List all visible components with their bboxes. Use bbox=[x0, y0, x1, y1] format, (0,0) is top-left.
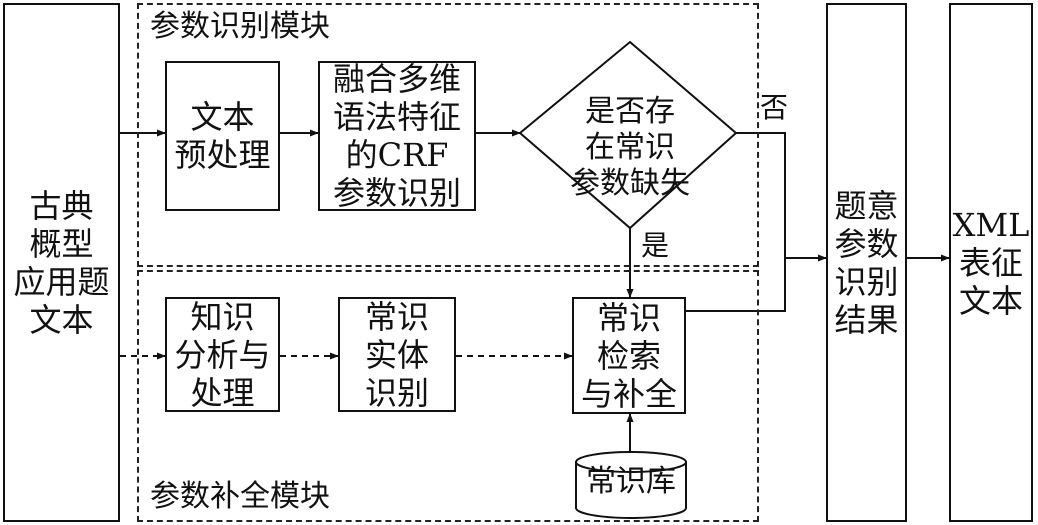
crf-recognition-box: 融合多维 语法特征 的CRF 参数识别 bbox=[318, 60, 476, 212]
recognition-result-box: 题意 参数 识别 结果 bbox=[826, 3, 907, 522]
edge-label-no: 否 bbox=[760, 91, 789, 124]
param-recognition-module-title: 参数识别模块 bbox=[150, 9, 330, 44]
preprocess-box: 文本 预处理 bbox=[165, 61, 280, 211]
decision-label: 是否存 在常识 参数缺失 bbox=[570, 94, 690, 201]
param-completion-module-title: 参数补全模块 bbox=[150, 479, 330, 514]
line-retrieval-to-result bbox=[686, 258, 786, 312]
param-recognition-module bbox=[137, 3, 759, 267]
xml-text-box: XML 表征 文本 bbox=[949, 3, 1033, 522]
knowledge-base-label: 常识库 bbox=[586, 464, 676, 499]
arrow-decision-no-to-result bbox=[736, 132, 827, 262]
entity-recognition-box: 常识 实体 识别 bbox=[338, 297, 456, 412]
input-text-box: 古典 概型 应用题 文本 bbox=[3, 3, 120, 522]
database-cylinder bbox=[575, 451, 687, 519]
retrieval-completion-box: 常识 检索 与补全 bbox=[572, 297, 686, 414]
edge-label-yes: 是 bbox=[641, 229, 670, 262]
param-completion-module bbox=[137, 270, 759, 522]
knowledge-analysis-box: 知识 分析与 处理 bbox=[165, 297, 280, 412]
